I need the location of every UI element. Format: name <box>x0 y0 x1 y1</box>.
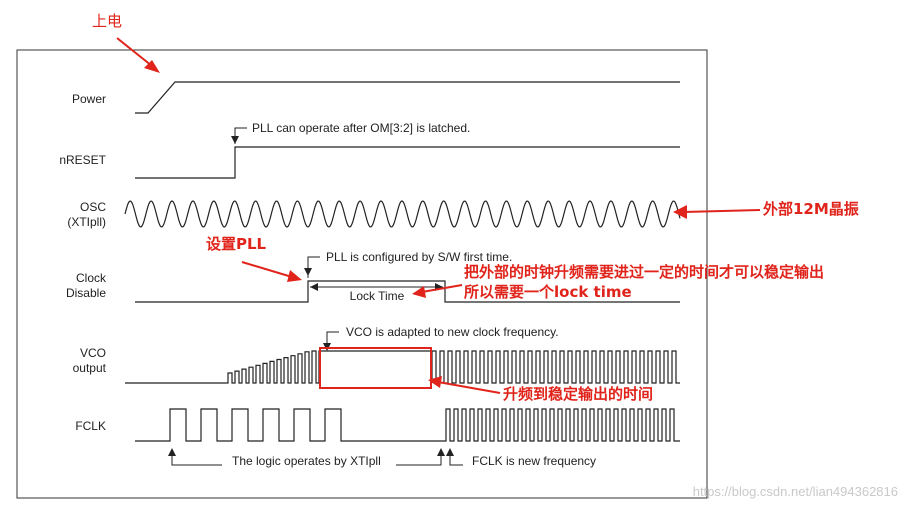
nreset-waveform <box>135 146 680 179</box>
anno-ramp-time: 升频到稳定输出的时间 <box>503 385 653 403</box>
fclk-left-leader <box>171 450 222 466</box>
note-fclk-new: FCLK is new frequency <box>472 454 596 468</box>
label-vco: VCO <box>80 346 106 360</box>
label-osc: OSC <box>80 200 106 214</box>
anno-set-pll: 设置PLL <box>206 235 267 253</box>
diagram-frame <box>16 49 708 499</box>
clock-disable-waveform <box>135 280 680 303</box>
note-pll-latched: PLL can operate after OM[3:2] is latched… <box>252 121 470 135</box>
clock-disable-note-leader <box>307 256 320 278</box>
fclk-left-arrow <box>168 448 176 456</box>
label-clock: Clock <box>76 271 107 285</box>
power-waveform <box>135 81 680 114</box>
anno-crystal: 外部12M晶振 <box>762 200 859 218</box>
set-pll-arrow <box>241 261 302 282</box>
label-osc-sub: (XTIpll) <box>67 215 106 229</box>
fclk-right-arrow <box>446 448 454 456</box>
vco-highlight-box <box>319 347 432 389</box>
note-logic-xtipll: The logic operates by XTIpll <box>232 454 381 468</box>
lock-time-arrow-left <box>310 283 318 291</box>
nreset-note-arrow <box>231 136 239 144</box>
watermark: https://blog.csdn.net/lian494362816 <box>693 484 898 499</box>
label-nreset: nRESET <box>59 153 106 167</box>
label-vco-output: output <box>73 361 107 375</box>
power-on-arrow <box>116 37 160 73</box>
lock-explain-arrow <box>412 284 463 298</box>
lock-time-label: Lock Time <box>350 289 405 303</box>
crystal-arrow <box>673 205 761 219</box>
anno-lock-explain-2: 所以需要一个lock time <box>464 283 632 301</box>
fclk-mid-arrow <box>437 448 445 456</box>
ramp-time-arrow <box>428 376 501 394</box>
label-fclk: FCLK <box>75 419 106 433</box>
fclk-waveform <box>135 408 680 442</box>
label-clock-disable: Disable <box>66 286 106 300</box>
lock-time-label-bg <box>340 288 412 302</box>
anno-power-on: 上电 <box>92 12 122 30</box>
osc-waveform <box>124 200 681 228</box>
note-vco-adapted: VCO is adapted to new clock frequency. <box>346 325 559 339</box>
note-pll-configured: PLL is configured by S/W first time. <box>326 250 512 264</box>
anno-lock-explain-1: 把外部的时钟升频需要进过一定的时间才可以稳定输出 <box>464 263 824 281</box>
clock-disable-note-arrow <box>304 268 312 276</box>
fclk-mid-leader <box>396 450 442 466</box>
label-power: Power <box>72 92 106 106</box>
vco-waveform <box>125 350 680 384</box>
